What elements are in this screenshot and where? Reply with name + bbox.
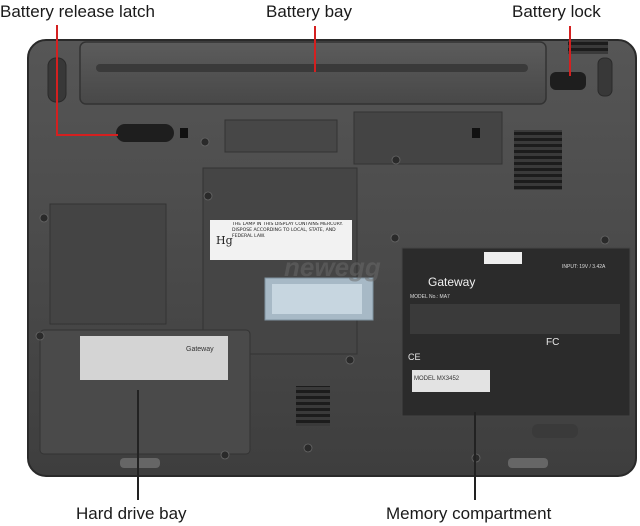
main-brand-text: Gateway	[428, 275, 475, 289]
hdd-brand-text: Gateway	[186, 346, 214, 353]
watermark: newegg	[284, 252, 381, 282]
fcc-mark: FC	[546, 337, 559, 348]
mercury-symbol: Hg	[216, 234, 233, 247]
battery-release-latch-line	[56, 25, 118, 136]
mercury-warning-text: THE LAMP IN THIS DISPLAY CONTAINS MERCUR…	[232, 222, 343, 239]
hdd-sticker	[80, 336, 228, 380]
memory-compartment-panel	[202, 167, 358, 355]
battery-lock	[550, 72, 586, 90]
battery-lock-label: Battery lock	[512, 2, 601, 21]
model-sticker-text: MODEL MX3452	[414, 376, 460, 382]
mercury-warning-sticker	[210, 220, 352, 260]
ce-mark: CE	[408, 352, 421, 362]
model-text: MODEL No.: MA7	[410, 294, 450, 300]
battery-release-latch-label: Battery release latch	[0, 2, 155, 21]
hard-drive-bay-label: Hard drive bay	[76, 504, 187, 523]
input-text: INPUT: 19V / 3.42A	[562, 264, 606, 270]
battery-pack	[79, 41, 547, 105]
battery-release-latch	[116, 124, 174, 142]
battery-bay-label: Battery bay	[266, 2, 352, 21]
memory-compartment-label: Memory compartment	[386, 504, 552, 523]
